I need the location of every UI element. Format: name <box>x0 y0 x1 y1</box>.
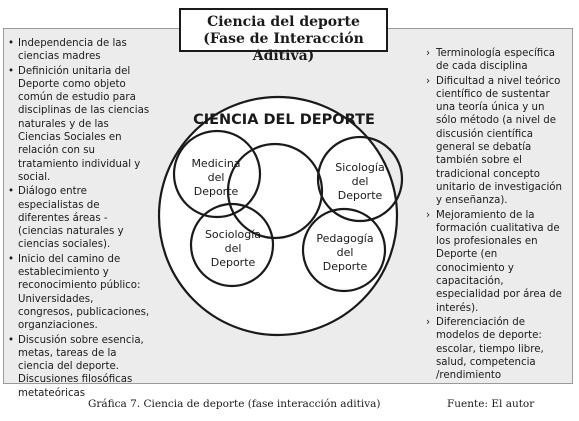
left-list: Independencia de las ciencias madres Def… <box>8 37 150 401</box>
list-item: Inicio del camino de establecimiento y r… <box>8 253 150 333</box>
outer-circle <box>157 95 399 337</box>
circle-label-sociologia-3: Deporte <box>211 256 256 269</box>
circle-label-sociologia-2: del <box>225 242 242 255</box>
list-item: Dificultad a nivel teórico científico de… <box>426 75 566 208</box>
circle-label-medicina-3: Deporte <box>194 185 239 198</box>
circle-label-pedagogia-2: del <box>337 246 354 259</box>
figure-title-box: Ciencia del deporte (Fase de Interacción… <box>179 8 388 64</box>
circle-label-pedagogia-3: Deporte <box>323 260 368 273</box>
circle-label-sicologia-1: Sicología <box>335 161 384 174</box>
circle-sicologia <box>316 135 404 223</box>
circle-pedagogia <box>301 207 387 293</box>
circle-label-sicologia-3: Deporte <box>338 189 383 202</box>
right-list: Terminología específica de cada discipli… <box>426 47 566 383</box>
center-circle <box>226 142 324 240</box>
list-item: Diferenciación de modelos de deporte: es… <box>426 316 566 382</box>
list-item: Mejoramiento de la formación cualitativa… <box>426 209 566 315</box>
list-item: Definición unitaria del Deporte como obj… <box>8 65 150 185</box>
figure-subtitle: (Fase de Interacción Aditiva) <box>203 31 364 64</box>
list-item: Diálogo entre especialistas de diferente… <box>8 185 150 251</box>
center-title: CIENCIA DEL DEPORTE <box>193 112 375 128</box>
figure-source: Fuente: El autor <box>447 398 535 410</box>
circle-medicina <box>172 129 262 219</box>
list-item: Independencia de las ciencias madres <box>8 37 150 64</box>
circle-sociologia <box>189 202 275 288</box>
circle-label-medicina-2: del <box>208 171 225 184</box>
list-item: Discusión sobre esencia, metas, tareas d… <box>8 334 150 400</box>
figure-caption: Gráfica 7. Ciencia de deporte (fase inte… <box>88 398 381 410</box>
circle-label-medicina-1: Medicina <box>191 157 240 170</box>
circle-label-pedagogia-1: Pedagogía <box>316 232 373 245</box>
circle-label-sicologia-2: del <box>352 175 369 188</box>
figure-title: Ciencia del deporte <box>207 14 360 30</box>
circle-label-sociologia-1: Sociología <box>205 228 261 241</box>
list-item: Terminología específica de cada discipli… <box>426 47 566 74</box>
